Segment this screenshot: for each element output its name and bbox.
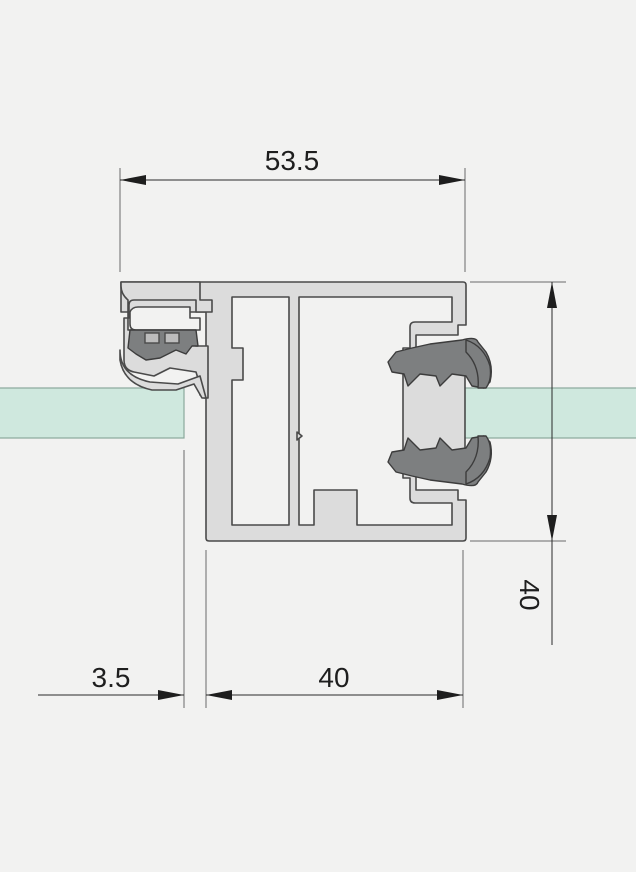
glass-pane-left [0,387,185,439]
arrow-head [206,690,232,700]
gasket-hole [144,332,160,344]
dimension-bottom-width: 40 [206,550,464,708]
arrow-head [437,690,463,700]
right-gasket-top [387,337,493,389]
arrow-head [547,282,557,308]
arrow-head [120,175,146,185]
dimension-top-width: 53.5 [119,145,466,272]
arrow-head [547,515,557,541]
dimension-label-bottom-offset: 3.5 [92,662,131,693]
dimension-height: 40 [470,281,566,645]
dimension-label-bottom-width: 40 [318,662,349,693]
dimension-label-top-width: 53.5 [265,145,320,176]
arrow-head [439,175,465,185]
arrow-head [158,690,184,700]
right-gasket-bottom [387,435,493,487]
dimension-bottom-offset: 3.5 [38,450,207,708]
gasket-hole [164,332,180,344]
left-gasket-seal [119,329,207,399]
dimension-label-height: 40 [514,579,545,610]
